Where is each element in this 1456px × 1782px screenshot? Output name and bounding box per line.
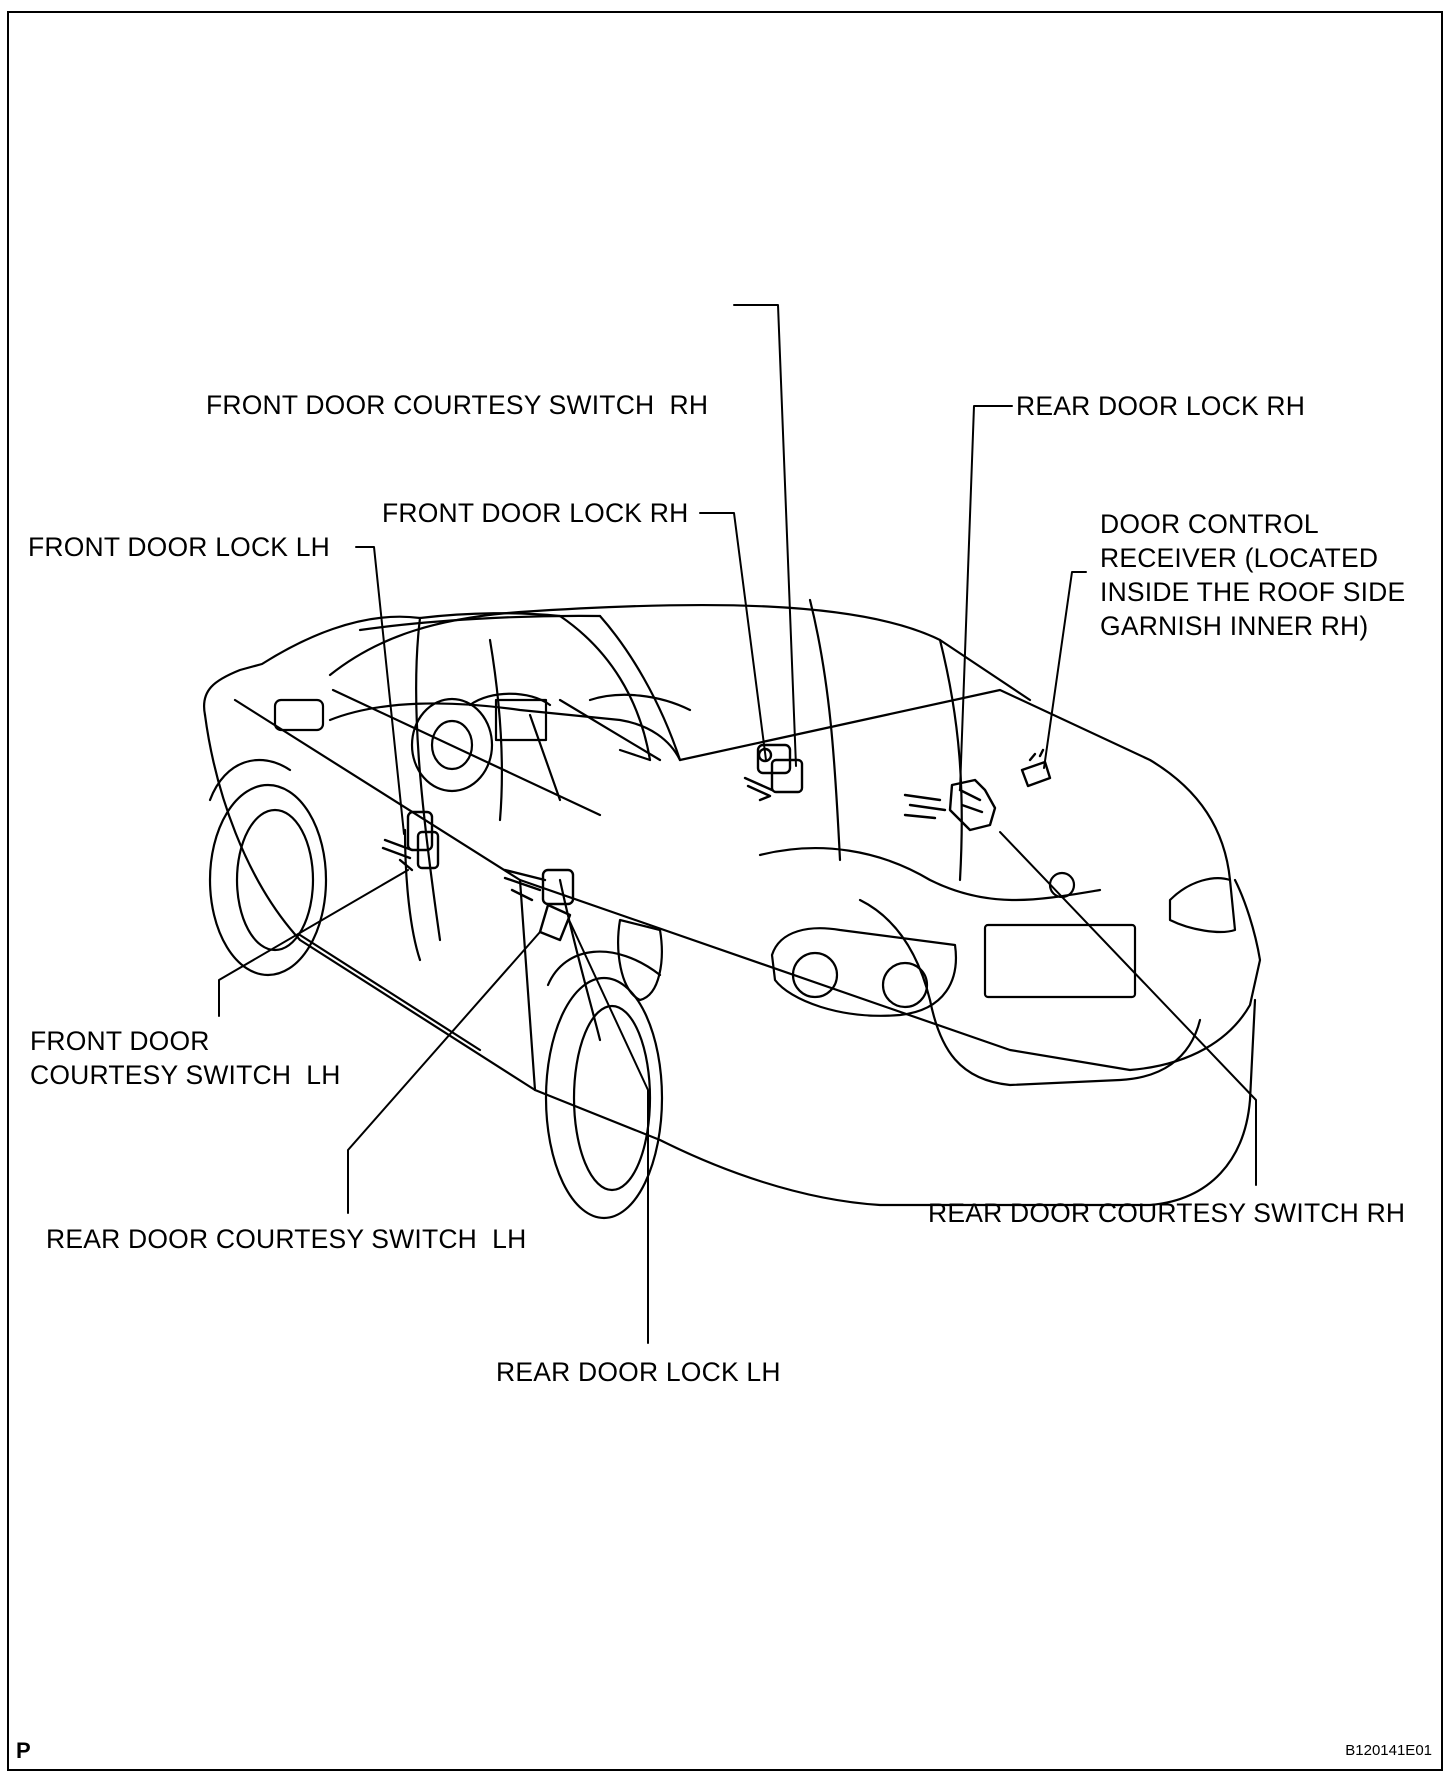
label-door-control-receiver-line-2: RECEIVER (LOCATED (1100, 543, 1379, 573)
label-door-control-receiver-line-4: GARNISH INNER RH) (1100, 611, 1369, 641)
leader-rear-lock-rh (959, 405, 1013, 791)
label-front-door-courtesy-switch-lh-line-2: COURTESY SWITCH LH (30, 1060, 341, 1090)
emblem (1048, 871, 1076, 899)
label-rear-door-lock-lh: REAR DOOR LOCK LH (496, 1357, 781, 1387)
label-door-control-receiver-line-3: INSIDE THE ROOF SIDE (1100, 577, 1406, 607)
label-rear-door-courtesy-switch-lh: REAR DOOR COURTESY SWITCH LH (46, 1224, 527, 1254)
door-control-receiver-part (1020, 748, 1052, 788)
leader-front-lock-lh (355, 546, 405, 835)
label-rear-door-lock-rh: REAR DOOR LOCK RH (1016, 391, 1306, 421)
leader-rear-courtesy-lh (347, 931, 541, 1214)
label-front-door-lock-lh: FRONT DOOR LOCK LH (28, 532, 331, 562)
tail-lamp-rh (1168, 877, 1237, 934)
leader-front-lock-rh (699, 512, 767, 761)
label-door-control-receiver-line-1: DOOR CONTROL (1100, 509, 1319, 539)
label-rear-door-courtesy-switch-rh: REAR DOOR COURTESY SWITCH RH (928, 1198, 1406, 1228)
leader-receiver (1043, 571, 1087, 769)
label-front-door-courtesy-switch-rh: FRONT DOOR COURTESY SWITCH RH (206, 390, 709, 420)
corner-mark: P (16, 1738, 31, 1763)
front-wheel (208, 783, 328, 977)
rear-wheel (544, 976, 664, 1220)
label-front-door-courtesy-switch-lh-line-1: FRONT DOOR (30, 1026, 210, 1056)
side-mirror (273, 698, 325, 732)
fuel-lid (617, 918, 663, 1002)
leader-front-courtesy-lh (218, 869, 409, 1017)
diagram-frame (7, 11, 1443, 1771)
label-front-door-lock-rh: FRONT DOOR LOCK RH (382, 498, 689, 528)
rear-door-lock-lh-part (503, 868, 575, 942)
rear-door-lock-rh-part (903, 778, 997, 832)
leader-front-courtesy-rh (733, 304, 797, 767)
license-plate-area (983, 923, 1137, 999)
figure-code: B120141E01 (1345, 1742, 1432, 1759)
tail-lamp-lh (770, 927, 957, 1017)
components (381, 743, 1052, 942)
leader-lines (218, 304, 1257, 1344)
front-door-lock-lh-part (381, 810, 440, 872)
leader-rear-courtesy-rh (999, 831, 1257, 1186)
leader-rear-lock-lh (569, 921, 649, 1344)
front-door-lock-rh-part (743, 743, 804, 802)
car-body (202, 598, 1262, 1220)
